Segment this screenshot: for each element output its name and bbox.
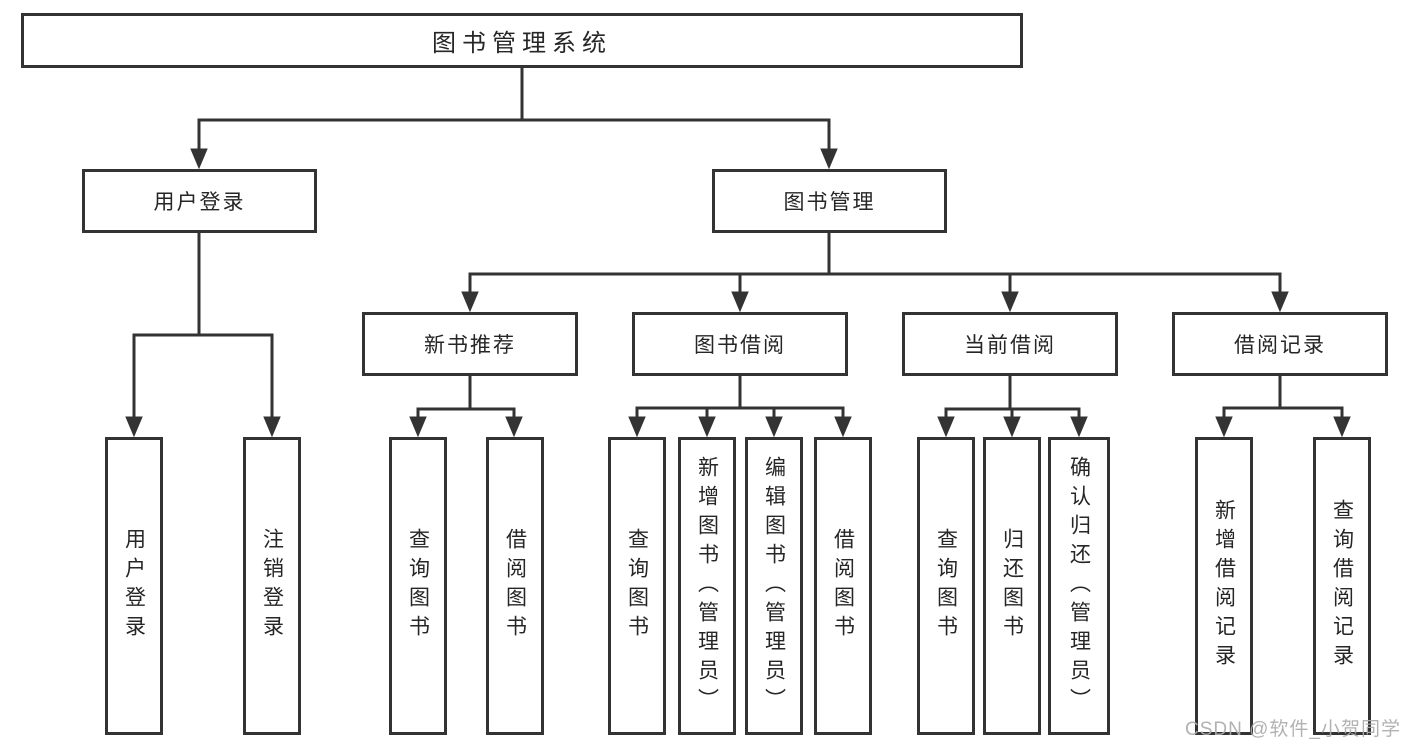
node-system-root: 图书管理系统 bbox=[21, 13, 1023, 68]
leaf-edit-book-admin: 编辑图书（管理员） bbox=[745, 437, 803, 735]
leaf-return-book: 归还图书 bbox=[983, 437, 1041, 735]
leaf-label: 新增图书（管理员） bbox=[695, 455, 719, 717]
arrowhead-icon bbox=[834, 416, 852, 438]
leaf-query-borrow-record: 查询借阅记录 bbox=[1313, 437, 1371, 735]
leaf-label: 注销登录 bbox=[260, 528, 284, 644]
leaf-confirm-return-admin: 确认归还（管理员） bbox=[1048, 437, 1110, 735]
arrowhead-icon bbox=[263, 416, 281, 438]
arrowhead-icon bbox=[1001, 291, 1019, 313]
arrowhead-icon bbox=[1003, 416, 1021, 438]
arrowhead-icon bbox=[461, 291, 479, 313]
arrowhead-icon bbox=[937, 416, 955, 438]
arrowhead-icon bbox=[1215, 416, 1233, 438]
arrowhead-icon bbox=[125, 416, 143, 438]
leaf-add-borrow-record: 新增借阅记录 bbox=[1195, 437, 1253, 735]
leaf-label: 查询图书 bbox=[934, 528, 958, 644]
leaf-user-login: 用户登录 bbox=[105, 437, 163, 735]
leaf-borrow-books-recommend: 借阅图书 bbox=[486, 437, 544, 735]
node-new-book-recommend: 新书推荐 bbox=[362, 312, 578, 376]
node-borrowing-records: 借阅记录 bbox=[1172, 312, 1388, 376]
leaf-query-books-borrowing: 查询图书 bbox=[608, 437, 666, 735]
leaf-label: 查询图书 bbox=[625, 528, 649, 644]
leaf-label: 查询借阅记录 bbox=[1330, 499, 1354, 673]
node-book-borrowing: 图书借阅 bbox=[632, 312, 848, 376]
arrowhead-icon bbox=[731, 291, 749, 313]
leaf-label: 归还图书 bbox=[1000, 528, 1024, 644]
leaf-label: 编辑图书（管理员） bbox=[762, 455, 786, 717]
leaf-query-books-recommend: 查询图书 bbox=[389, 437, 447, 735]
node-current-borrowing: 当前借阅 bbox=[902, 312, 1118, 376]
arrowhead-icon bbox=[698, 416, 716, 438]
arrowhead-icon bbox=[765, 416, 783, 438]
leaf-borrow-books-borrowing: 借阅图书 bbox=[814, 437, 872, 735]
leaf-label: 新增借阅记录 bbox=[1212, 499, 1236, 673]
node-user-login-branch: 用户登录 bbox=[82, 169, 317, 233]
leaf-label: 确认归还（管理员） bbox=[1067, 455, 1091, 717]
leaf-label: 借阅图书 bbox=[503, 528, 527, 644]
arrowhead-icon bbox=[1271, 291, 1289, 313]
leaf-label: 借阅图书 bbox=[831, 528, 855, 644]
leaf-label: 查询图书 bbox=[406, 528, 430, 644]
arrowhead-icon bbox=[1070, 416, 1088, 438]
arrowhead-icon bbox=[1333, 416, 1351, 438]
arrowhead-icon bbox=[820, 148, 838, 170]
arrowhead-icon bbox=[190, 148, 208, 170]
leaf-logout: 注销登录 bbox=[243, 437, 301, 735]
leaf-add-book-admin: 新增图书（管理员） bbox=[678, 437, 736, 735]
leaf-query-books-current: 查询图书 bbox=[917, 437, 975, 735]
arrowhead-icon bbox=[628, 416, 646, 438]
arrowhead-icon bbox=[409, 416, 427, 438]
leaf-label: 用户登录 bbox=[122, 528, 146, 644]
watermark-text: CSDN @软件_小贺同学 bbox=[1185, 719, 1401, 740]
node-book-management-branch: 图书管理 bbox=[712, 169, 947, 233]
arrowhead-icon bbox=[505, 416, 523, 438]
